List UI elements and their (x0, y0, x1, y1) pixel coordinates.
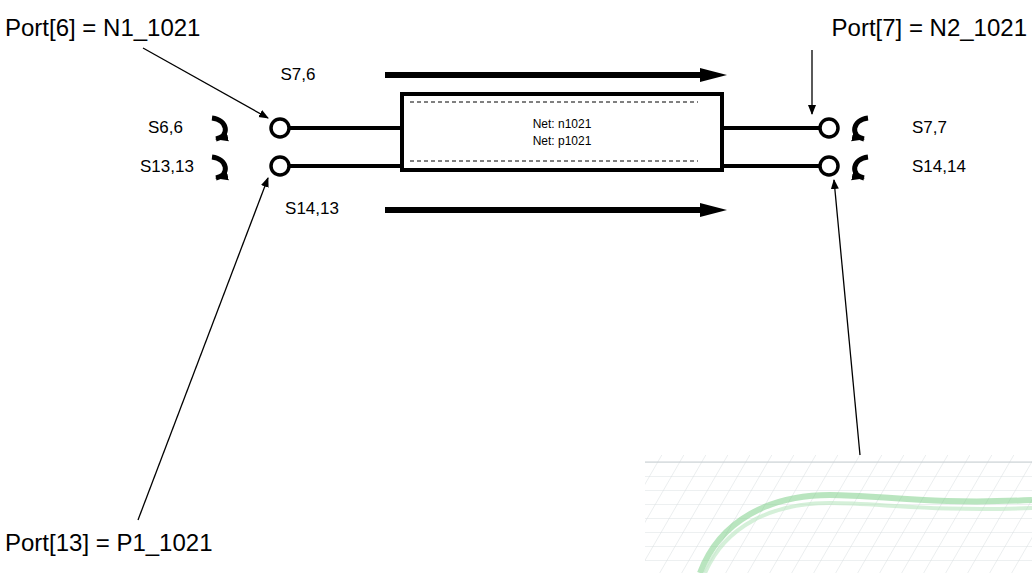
transmission-line-box: Net: n1021Net: p1021 (400, 92, 724, 172)
s-parameter: S14,14 (912, 158, 966, 175)
net-name: Net: p1021 (404, 135, 720, 147)
s-parameter: S7,7 (912, 119, 947, 136)
port-label: Port[6] = N1_1021 (5, 16, 200, 40)
s-parameter: S14,13 (285, 200, 339, 217)
port-label: Port[7] = N2_1021 (832, 16, 1027, 40)
leader-lines (138, 48, 860, 520)
s-parameter: S7,6 (281, 66, 316, 83)
transmission-arrows (385, 68, 727, 217)
background-render (645, 455, 1032, 573)
net-name: Net: n1021 (404, 118, 720, 130)
s-parameter: S13,13 (140, 158, 194, 175)
s-parameter: S6,6 (148, 119, 183, 136)
dashed-net-lines (404, 96, 704, 168)
port-label: Port[13] = P1_1021 (5, 531, 213, 555)
